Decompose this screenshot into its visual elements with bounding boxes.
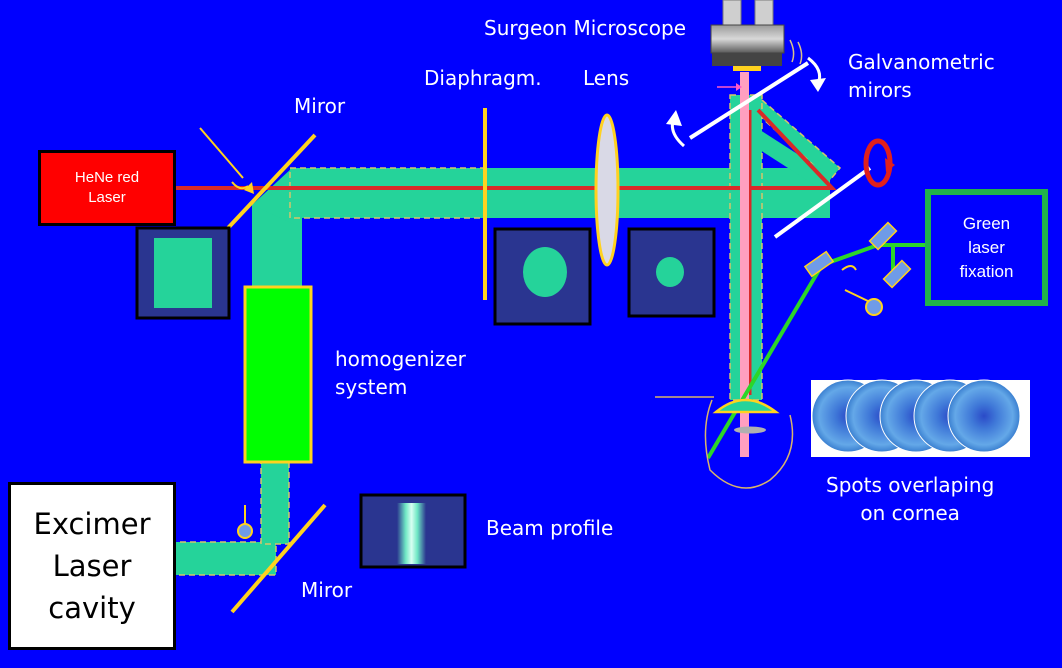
surgeon-microscope-icon — [710, 0, 785, 71]
lens-label: Lens — [583, 66, 630, 90]
beam-horizontal-bottom — [169, 541, 277, 576]
galvanometric-mirrors-label: Galvanometric mirors — [848, 50, 995, 102]
miror-top-label: Miror — [294, 94, 346, 118]
beam-vertical-bottom — [260, 459, 290, 545]
galvo-mirror-bottom — [773, 166, 872, 239]
mirror-arrow-icon — [199, 127, 254, 194]
rotation-arrow-right-icon — [807, 56, 826, 92]
lens — [594, 113, 620, 267]
excimer-laser-label: Excimer Laser cavity — [33, 507, 151, 625]
homogenizer-label: homogenizer system — [335, 347, 466, 399]
mirror-top-left — [226, 133, 317, 230]
homogenizer-block — [243, 285, 313, 464]
beam-galvo-diagonal — [761, 98, 842, 182]
miror-bottom-label: Miror — [301, 578, 353, 602]
cross-section-small-circle — [627, 227, 716, 318]
diaphragm-label: Diaphragm. — [424, 66, 542, 90]
rotation-arrow-left-icon — [666, 110, 686, 148]
hene-red-laser-box: HeNe red Laser — [38, 150, 176, 226]
spots-overlapping-image — [811, 379, 1030, 457]
beam-profile-label: Beam profile — [486, 516, 614, 540]
beam-profile-box — [359, 493, 467, 569]
beam-galvo-diagonal-2 — [760, 130, 830, 195]
excimer-laser-cavity-box: Excimer Laser cavity — [8, 482, 176, 650]
beam-horizontal-top — [289, 167, 486, 219]
hene-laser-label: HeNe red Laser — [74, 169, 140, 206]
green-laser-label: Green laser fixation — [959, 213, 1014, 281]
mirror-pivot-bottom-icon — [237, 505, 253, 539]
green-mirror-1 — [803, 250, 835, 278]
green-mirror-3 — [882, 259, 912, 289]
green-mirror-2 — [868, 221, 898, 251]
green-laser-fixation-box: Green laser fixation — [925, 189, 1048, 306]
green-mirror-pivot-icon — [841, 265, 883, 316]
cross-section-square — [135, 226, 231, 320]
motion-marks-icon — [789, 39, 803, 65]
rotation-arrow-red-icon — [863, 138, 895, 188]
pink-beam — [740, 72, 749, 457]
galvo-mirror-top — [688, 61, 810, 140]
surgeon-microscope-label: Surgeon Microscope — [484, 16, 686, 40]
cross-section-large-circle — [493, 227, 592, 326]
spot-5 — [947, 379, 1021, 453]
mirror-bottom — [230, 503, 327, 614]
spots-overlapping-label: Spots overlaping on cornea — [826, 473, 995, 525]
eye-icon — [655, 396, 794, 489]
beam-after-diaphragm — [485, 168, 830, 218]
red-laser-beam — [172, 108, 837, 190]
small-pink-arrowhead-icon — [736, 83, 742, 91]
